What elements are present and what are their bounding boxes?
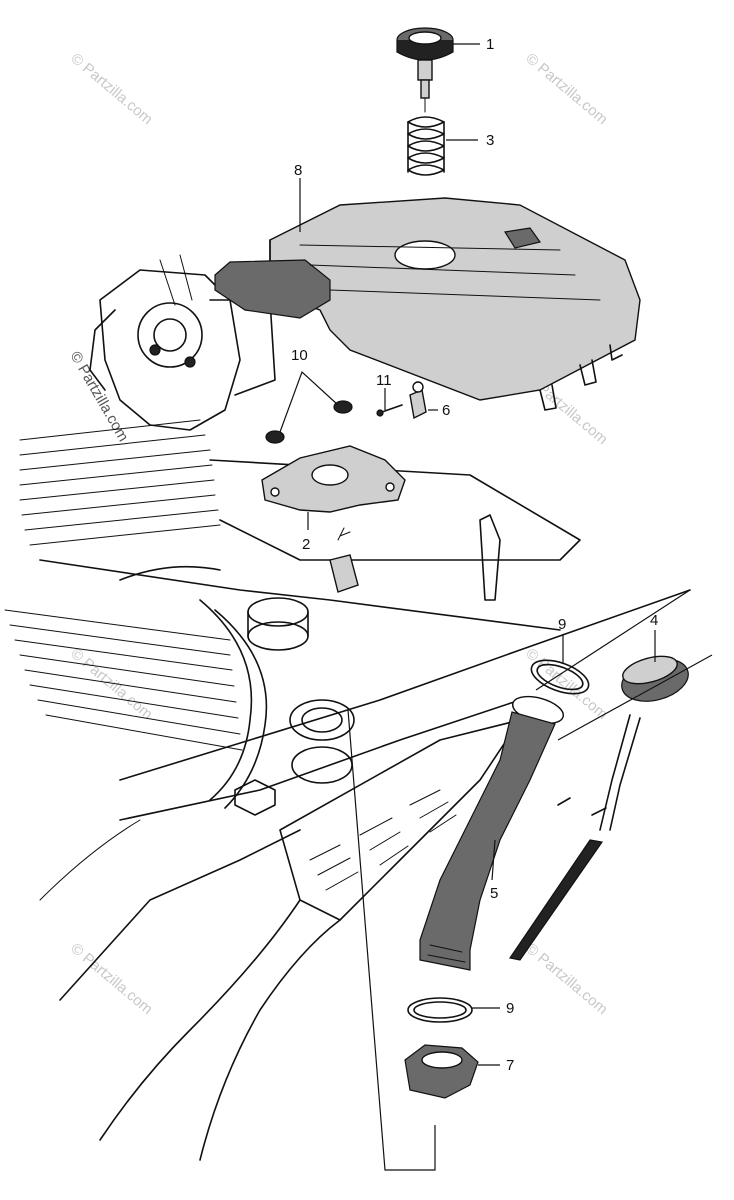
callout-7: 7 xyxy=(506,1057,514,1074)
part-6-clip xyxy=(409,381,427,420)
callout-2: 2 xyxy=(302,536,310,553)
leader-lines xyxy=(279,43,713,1171)
part-5-filler-pipe xyxy=(419,695,565,971)
callout-labels: 1 2 3 4 5 6 7 8 9 9 10 11 xyxy=(291,36,658,1074)
callout-1: 1 xyxy=(486,36,494,53)
part-10-grommets xyxy=(265,400,353,444)
part-1-knob xyxy=(396,27,454,113)
callout-4: 4 xyxy=(650,612,658,629)
callout-3: 3 xyxy=(486,132,494,149)
watermark-mid-left: © Partzilla.com xyxy=(67,349,132,445)
callout-10: 10 xyxy=(291,347,308,364)
engine-frame-background xyxy=(4,254,691,1161)
part-8-cover xyxy=(214,197,641,411)
part-2-bracket xyxy=(261,445,406,513)
callout-11: 11 xyxy=(376,372,392,389)
callout-9-upper: 9 xyxy=(558,616,566,633)
watermark-bottom-left: © Partzilla.com xyxy=(67,940,155,1018)
callout-9-lower: 9 xyxy=(506,1000,514,1017)
part-11-screw xyxy=(376,404,403,417)
part-7-nut xyxy=(404,1044,479,1099)
callout-8: 8 xyxy=(294,162,302,179)
watermark-top-left: © Partzilla.com xyxy=(67,50,155,128)
watermark-lower-left: © Partzilla.com xyxy=(67,645,155,723)
part-9-lower-oring xyxy=(407,997,473,1023)
watermarks: © Partzilla.com © Partzilla.com © Partzi… xyxy=(67,50,611,1018)
watermark-bottom-right: © Partzilla.com xyxy=(522,940,610,1018)
part-3-spring xyxy=(407,116,445,176)
callout-5: 5 xyxy=(490,885,498,902)
part-4-dipstick xyxy=(508,655,689,961)
watermark-top-right: © Partzilla.com xyxy=(522,50,610,128)
callout-6: 6 xyxy=(442,402,450,419)
part-9-upper-oring xyxy=(530,659,590,695)
